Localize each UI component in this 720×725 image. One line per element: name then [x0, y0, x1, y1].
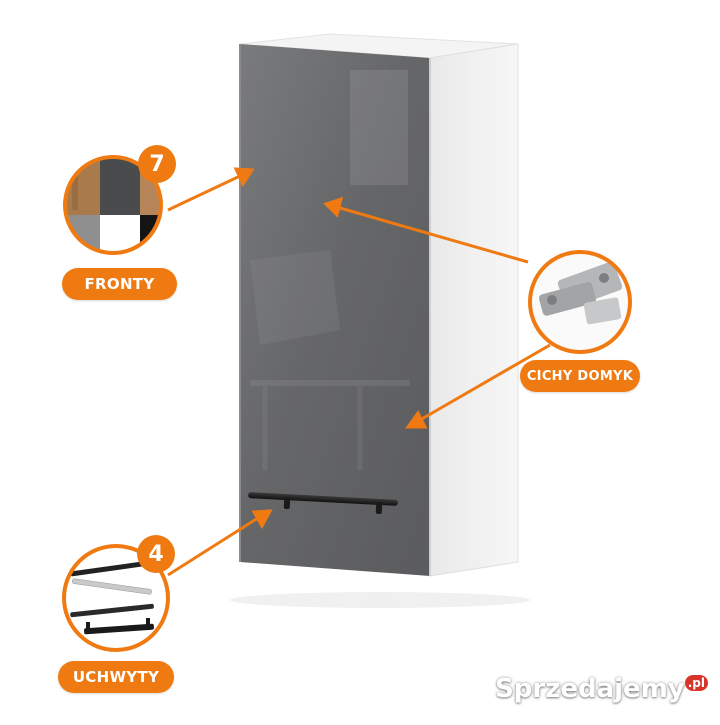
door-reflections	[250, 70, 410, 470]
door-handle	[248, 492, 398, 515]
cabinet-door	[240, 44, 430, 576]
handles-circle	[62, 544, 170, 652]
handles-label: UCHWYTY	[58, 661, 174, 693]
watermark-suffix: .pl	[684, 675, 708, 692]
arrows	[167, 167, 551, 577]
cabinet-side	[429, 43, 519, 577]
soft-close-label: CICHY DOMYK	[520, 360, 640, 392]
watermark-name: Sprzedajemy	[495, 674, 685, 704]
watermark-logo: Sprzedajemy.pl	[495, 674, 708, 704]
hinge-circle	[528, 250, 632, 354]
handles-count-badge: 4	[137, 535, 175, 573]
fronts-label: FRONTY	[62, 268, 177, 300]
fronts-count-badge: 7	[138, 145, 176, 183]
